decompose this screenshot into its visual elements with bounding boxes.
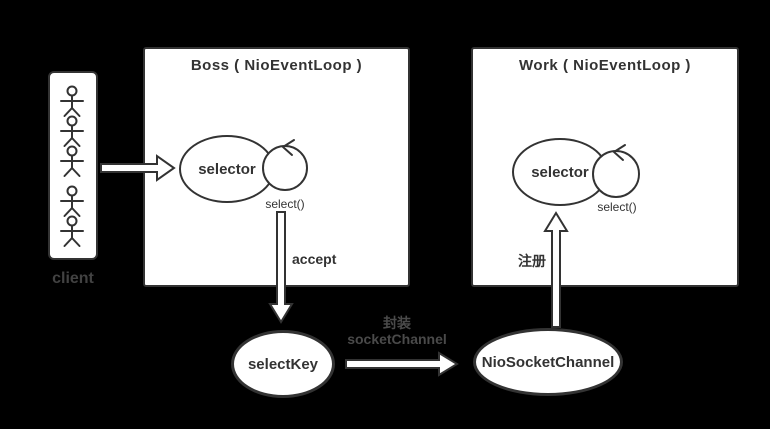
self-loop-icon: [262, 139, 308, 191]
wrap-edge-label-line2: socketChannel: [347, 331, 447, 347]
work-box-title: Work ( NioEventLoop ): [519, 57, 691, 74]
accept-edge-label: accept: [292, 251, 337, 267]
self-loop-icon: [592, 144, 640, 198]
accept-arrow: [268, 211, 294, 324]
boss-selector-node: selector: [179, 135, 275, 203]
boss-box-title: Boss ( NioEventLoop ): [190, 57, 363, 74]
work-selector-node: selector: [512, 138, 608, 206]
selectkey-node: selectKey: [231, 330, 335, 398]
selectkey-label: selectKey: [247, 355, 319, 373]
actor-icon: [60, 85, 84, 117]
client-label: client: [52, 270, 94, 287]
actor-icon: [60, 185, 84, 217]
niosocketchannel-label: NioSocketChannel: [481, 353, 615, 371]
work-select-call-label: select(): [597, 200, 637, 214]
niosocketchannel-node: NioSocketChannel: [473, 328, 623, 396]
actor-icon: [60, 115, 84, 147]
boss-select-call-label: select(): [265, 197, 305, 211]
wrap-edge-label-line1: 封装: [383, 315, 411, 331]
register-edge-label: 注册: [518, 253, 546, 269]
client-to-boss-arrow: [100, 154, 176, 182]
actor-icon: [60, 145, 84, 177]
boss-selector-label: selector: [198, 160, 256, 178]
actor-icon: [60, 215, 84, 247]
wrap-arrow: [345, 351, 459, 377]
work-selector-label: selector: [531, 163, 589, 181]
register-arrow: [543, 211, 569, 328]
